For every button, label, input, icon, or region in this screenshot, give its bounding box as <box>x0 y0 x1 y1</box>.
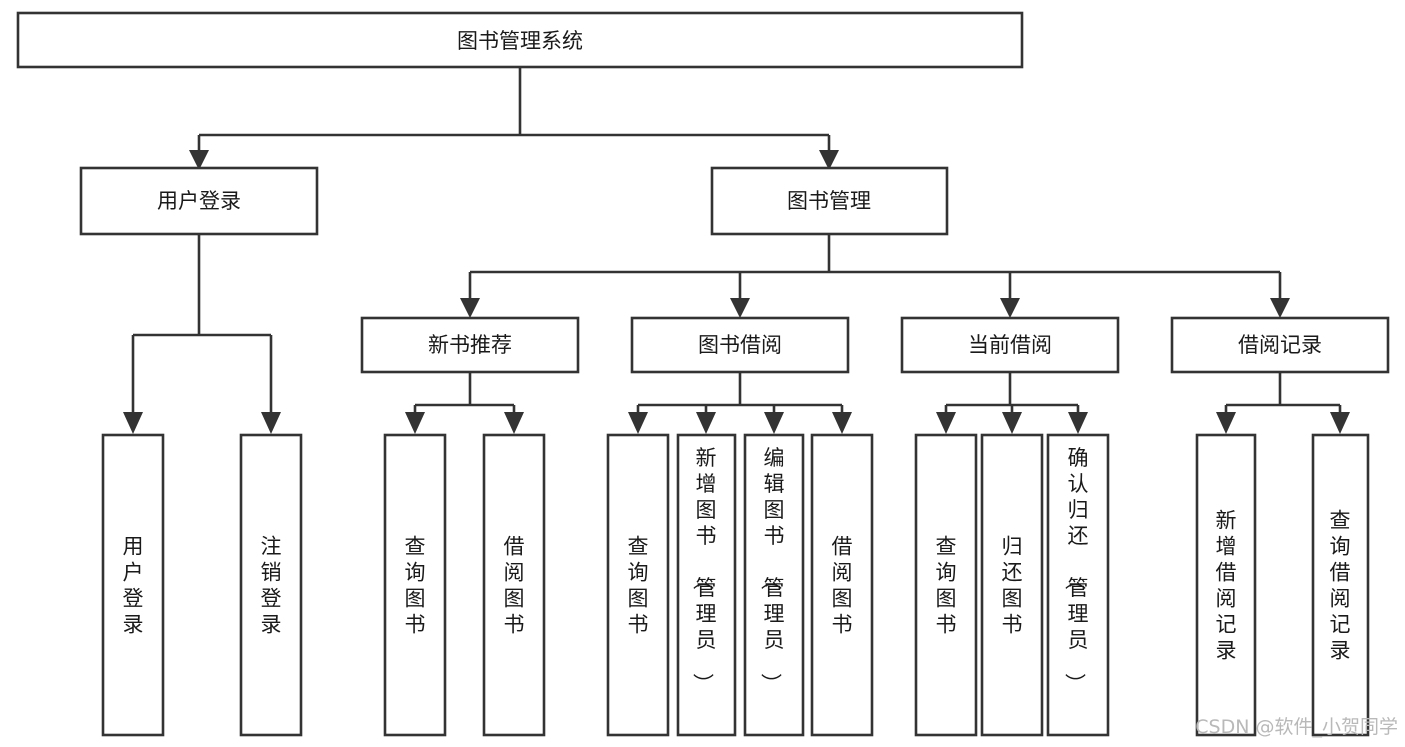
leaf-label-query-book-current: 查询图书 <box>936 534 957 636</box>
arrowhead-leaf-add-book <box>696 412 716 434</box>
root-label: 图书管理系统 <box>457 29 583 53</box>
leaf-box-borrow-book-newbook[interactable] <box>482 433 546 737</box>
leaf-node-add-borrow-record[interactable]: 新增借阅记录 <box>1195 433 1257 737</box>
arrowhead-book-borrow <box>730 298 750 318</box>
user-login-label: 用户登录 <box>157 189 241 213</box>
book-management-box[interactable] <box>710 166 949 236</box>
leaf-node-logout[interactable]: 注销登录 <box>239 433 303 737</box>
arrowhead-leaf-borrow-book-2 <box>832 412 852 434</box>
current-borrow-box[interactable] <box>900 316 1120 374</box>
csdn-watermark: CSDN @软件_小贺同学 <box>1195 716 1398 738</box>
node-borrow-record[interactable]: 借阅记录 <box>1170 316 1390 374</box>
borrow-record-label: 借阅记录 <box>1238 333 1322 357</box>
new-book-recommend-box[interactable] <box>360 316 580 374</box>
leaf-box-return-book[interactable] <box>980 433 1044 737</box>
current-borrow-label: 当前借阅 <box>968 333 1052 357</box>
book-borrow-label: 图书借阅 <box>698 333 782 357</box>
leaf-label-edit-book: 编辑图书（管理员） <box>759 446 785 694</box>
leaf-label-add-borrow-record: 新增借阅记录 <box>1216 508 1237 662</box>
leaf-label-return-book: 归还图书 <box>1002 534 1023 636</box>
arrowhead-borrow-record <box>1270 298 1290 318</box>
node-user-login[interactable]: 用户登录 <box>79 166 319 236</box>
leaf-box-query-book-current[interactable] <box>914 433 978 737</box>
leaf-box-user-login[interactable] <box>101 433 165 737</box>
book-borrow-box[interactable] <box>630 316 850 374</box>
node-book-management[interactable]: 图书管理 <box>710 166 949 236</box>
leaf-label-query-borrow-record: 查询借阅记录 <box>1330 508 1351 662</box>
leaf-node-edit-book[interactable]: 编辑图书（管理员） <box>743 433 805 737</box>
arrowhead-leaf-return-book <box>1002 412 1022 434</box>
arrowhead-leaf-logout <box>261 412 281 434</box>
node-current-borrow[interactable]: 当前借阅 <box>900 316 1120 374</box>
arrowhead-user-login <box>189 150 209 170</box>
user-login-box[interactable] <box>79 166 319 236</box>
leaf-node-borrow-book-borrow[interactable]: 借阅图书 <box>810 433 874 737</box>
arrowhead-leaf-add-record <box>1216 412 1236 434</box>
arrowhead-leaf-query-book-1 <box>405 412 425 434</box>
leaf-node-user-login[interactable]: 用户登录 <box>101 433 165 737</box>
arrowhead-leaf-query-book-2 <box>628 412 648 434</box>
leaf-box-query-borrow-record[interactable] <box>1311 433 1370 737</box>
leaf-label-confirm-return: 确认归还（管理员） <box>1063 446 1089 694</box>
borrow-record-box[interactable] <box>1170 316 1390 374</box>
book-management-label: 图书管理 <box>787 189 871 213</box>
leaf-node-query-borrow-record[interactable]: 查询借阅记录 <box>1311 433 1370 737</box>
leaf-label-add-book: 新增图书（管理员） <box>691 446 717 694</box>
leaf-label-borrow-book-newbook: 借阅图书 <box>504 534 525 636</box>
leaf-box-edit-book[interactable] <box>743 433 805 737</box>
leaf-label-logout: 注销登录 <box>261 534 282 636</box>
leaf-box-query-book-newbook[interactable] <box>383 433 447 737</box>
arrowhead-book-mgmt <box>819 150 839 170</box>
node-new-book-recommend[interactable]: 新书推荐 <box>360 316 580 374</box>
leaf-box-add-borrow-record[interactable] <box>1195 433 1257 737</box>
leaf-box-add-book[interactable] <box>676 433 737 737</box>
leaf-node-query-book-borrow[interactable]: 查询图书 <box>606 433 670 737</box>
arrowhead-leaf-query-book-3 <box>936 412 956 434</box>
leaf-box-logout[interactable] <box>239 433 303 737</box>
leaf-node-confirm-return[interactable]: 确认归还（管理员） <box>1046 433 1110 737</box>
arrowhead-leaf-query-record <box>1330 412 1350 434</box>
leaf-node-query-book-newbook[interactable]: 查询图书 <box>383 433 447 737</box>
arrowhead-new-book <box>460 298 480 318</box>
arrowhead-leaf-edit-book <box>764 412 784 434</box>
leaf-label-user-login: 用户登录 <box>123 534 144 636</box>
arrowhead-leaf-borrow-book-1 <box>504 412 524 434</box>
leaf-label-borrow-book-borrow: 借阅图书 <box>832 534 853 636</box>
leaf-label-query-book-borrow: 查询图书 <box>628 534 649 636</box>
leaf-box-borrow-book-borrow[interactable] <box>810 433 874 737</box>
leaf-node-query-book-current[interactable]: 查询图书 <box>914 433 978 737</box>
leaf-node-return-book[interactable]: 归还图书 <box>980 433 1044 737</box>
leaf-label-query-book-newbook: 查询图书 <box>405 534 426 636</box>
root-box[interactable] <box>16 11 1024 69</box>
leaf-box-query-book-borrow[interactable] <box>606 433 670 737</box>
arrowhead-current-borrow <box>1000 298 1020 318</box>
leaf-box-confirm-return[interactable] <box>1046 433 1110 737</box>
new-book-recommend-label: 新书推荐 <box>428 333 512 357</box>
leaf-node-add-book[interactable]: 新增图书（管理员） <box>676 433 737 737</box>
arrowhead-leaf-confirm-return <box>1068 412 1088 434</box>
leaf-node-borrow-book-newbook[interactable]: 借阅图书 <box>482 433 546 737</box>
arrowhead-leaf-user-login <box>123 412 143 434</box>
node-book-borrow[interactable]: 图书借阅 <box>630 316 850 374</box>
connector-layer <box>123 67 1350 434</box>
node-root-system[interactable]: 图书管理系统 <box>16 11 1024 69</box>
